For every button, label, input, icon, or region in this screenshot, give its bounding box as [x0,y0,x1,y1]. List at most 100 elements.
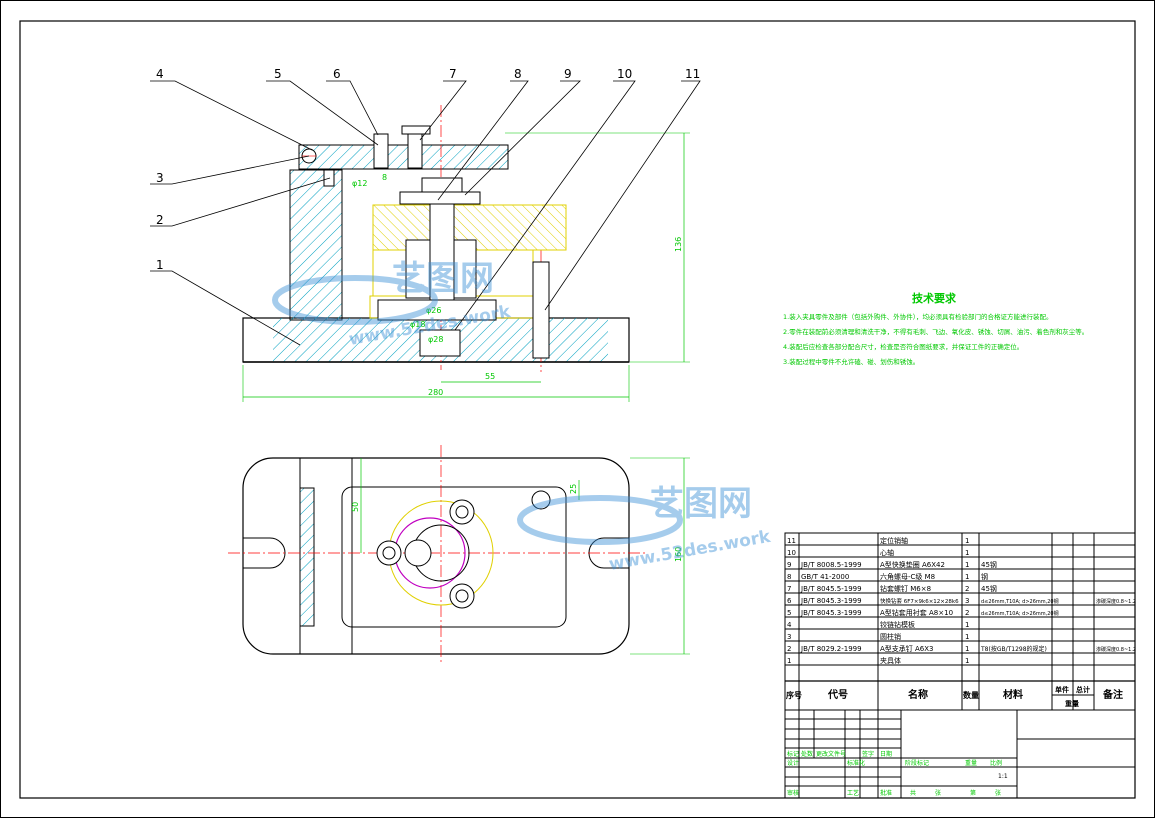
bom-row-1-name: 夹具体 [880,656,901,665]
bom-row-3-name: 圆柱销 [880,632,901,641]
bom-row-9-name: A型快换垫圈 A6X42 [880,560,945,569]
bom-row-5-material: d≤26mm,T10A; d>26mm,20钢 [981,610,1059,617]
balloon-2: 2 [156,213,164,227]
drawing-frame [19,20,1136,799]
tb-process: 工艺 [847,789,859,797]
dim-phi18: φ18 [410,320,425,329]
bom-row-9-no: 9 [787,561,791,569]
watermark-brand: 艺图网 [392,259,494,299]
balloon-4: 4 [156,67,164,81]
tb-standard: 标准化 [847,759,865,767]
bom-row-6-code: JB/T 8045.3-1999 [800,597,862,605]
bom-row-1-no: 1 [787,657,791,665]
dim-phi12: φ12 [352,179,367,188]
tech-req-line-3: 3.装配过程中零件不允许磕、碰、划伤和锈蚀。 [783,357,919,366]
bom-header-remark: 备注 [1102,688,1123,701]
tech-req-line-2: 2.零件在装配前必须清理和清洗干净，不得有毛刺、飞边、氧化皮、锈蚀、切屑、油污、… [783,327,1088,336]
bom-row-3-qty: 1 [965,633,969,641]
dim-136: 136 [674,237,683,252]
dim-280: 280 [428,388,443,397]
bom-row-6-no: 6 [787,597,792,605]
bom-row-7-no: 7 [787,585,791,593]
bom-header-qty: 数量 [963,690,979,700]
balloon-1: 1 [156,258,164,272]
tb-scale-value: 1:1 [998,773,1008,780]
tb-sign: 签字 [862,750,874,758]
bom-header-no: 序号 [786,690,802,700]
tb-sheet-2: 张 [995,789,1001,797]
dim-8: 8 [382,173,387,182]
dimension-labels: 280 55 136 160 50 25 φ12 8 φ26 φ18 φ28 [351,173,683,562]
bom-row-10-no: 10 [787,549,796,557]
tech-req-line-1: 1.装入夹具零件及部件（包括外购件、外协件），均必须具有检验部门的合格证方能进行… [783,312,1052,321]
bom-row-11-no: 11 [787,537,796,545]
bom-row-3-no: 3 [787,633,791,641]
bom-header-unit-weight: 单件 [1055,685,1069,694]
leader-lines [150,80,701,346]
bom-row-8-qty: 1 [965,573,969,581]
bom-row-6-material: d≤26mm,T10A; d>26mm,20钢 [981,598,1059,605]
tb-total: 共 [910,789,916,797]
bom-row-6-name: 快换钻套 6F7×9k6×12×28k6 [880,597,959,605]
bom-row-2-no: 2 [787,645,791,653]
bom-row-8-material: 钢 [981,572,988,581]
front-view [242,105,690,402]
bom-row-2-code: JB/T 8029.2-1999 [800,645,862,653]
tb-stage: 阶段标记 [905,759,929,767]
bom-header-code: 代号 [827,688,848,701]
bom-row-4-name: 铰链钻模板 [880,620,915,629]
tb-mark: 标记 [787,750,799,758]
bom-row-1-qty: 1 [965,657,969,665]
bom-row-9-material: 45钢 [981,560,997,569]
tb-approve: 批准 [880,789,892,797]
watermark-2: 艺图网 www.52des.work [517,484,773,575]
bom-row-5-qty: 2 [965,609,969,617]
balloon-10: 10 [617,67,632,81]
watermark-brand-2: 艺图网 [650,484,752,524]
title-block: 标记 处数 更改文件号 签字 日期 设计 标准化 审核 工艺 批准 阶段标记 重… [784,709,1136,799]
bom-header-total-weight: 总计 [1076,685,1090,694]
bom-row-6-remark: 渗碳深度0.8~1.2 [1096,598,1136,605]
tb-review: 审核 [787,789,799,797]
bom-row-6-qty: 3 [965,597,969,605]
balloon-5: 5 [274,67,282,81]
bom-row-7-name: 钻套螺钉 M6×8 [880,584,931,593]
dim-25: 25 [569,484,578,494]
bom-row-2-material: T8(按GB/T1298的规定) [980,645,1047,653]
bom-header-material: 材料 [1003,688,1023,701]
bom-row-11-name: 定位销轴 [880,536,908,545]
bom-row-7-code: JB/T 8045.5-1999 [800,585,862,593]
dim-160: 160 [674,547,683,562]
bom-row-7-material: 45钢 [981,584,997,593]
dim-phi28: φ28 [428,335,443,344]
balloon-9: 9 [564,67,572,81]
bom-row-4-qty: 1 [965,621,969,629]
bom-row-11-qty: 1 [965,537,969,545]
tb-no: 第 [970,789,976,797]
bom-row-9-code: JB/T 8008.5-1999 [800,561,862,569]
watermark-url-2: www.52des.work [607,527,772,575]
tb-date: 日期 [880,750,892,758]
tb-change-doc: 更改文件号 [816,750,846,758]
technical-requirements: 技术要求 1.装入夹具零件及部件（包括外购件、外协件），均必须具有检验部门的合格… [783,291,1088,366]
bom-row-8-no: 8 [787,573,791,581]
tech-req-title: 技术要求 [912,291,957,305]
bom-row-5-no: 5 [787,609,791,617]
tb-count: 处数 [801,750,813,758]
balloon-7: 7 [449,67,457,81]
bom-row-2-remark: 渗碳深度0.8~1.2 [1096,646,1136,653]
dim-phi26: φ26 [426,306,441,315]
dim-55: 55 [485,372,495,381]
tech-req-line-4: 4.装配后应检查各部分配合尺寸，检查是否符合图纸要求，并保证工件的正确定位。 [783,342,1023,351]
bom-row-7-qty: 2 [965,585,969,593]
tb-weight: 重量 [965,759,977,767]
bom-header-weight: 重量 [1065,699,1079,708]
balloon-6: 6 [333,67,341,81]
bill-of-materials: 11 定位销轴 1 10 心轴 1 9 JB/T 8008.5-1999 A型快… [784,532,1136,711]
balloon-11: 11 [685,67,700,81]
balloon-labels: 4 5 6 7 8 9 10 11 3 2 1 [156,67,700,272]
bom-row-8-name: 六角螺母-C级 M8 [880,572,935,581]
balloon-8: 8 [514,67,522,81]
